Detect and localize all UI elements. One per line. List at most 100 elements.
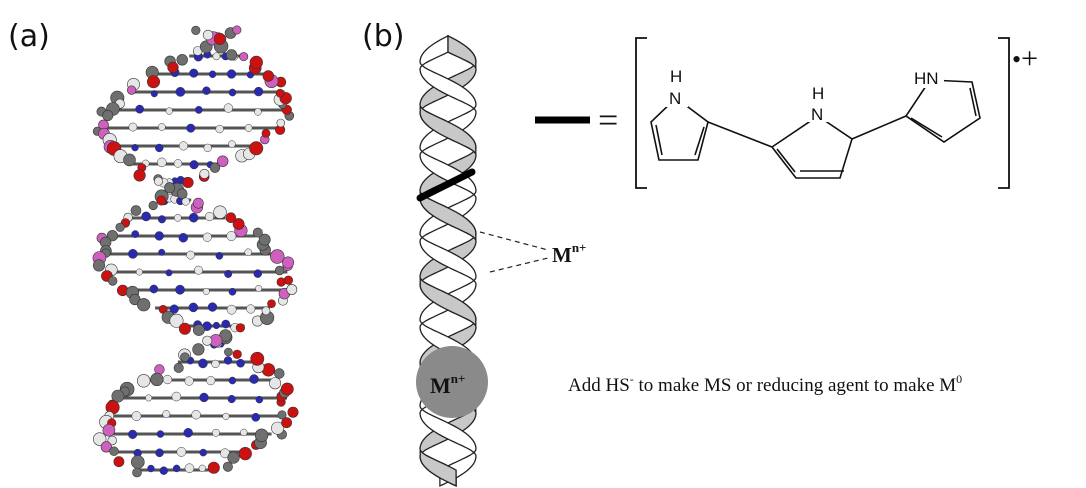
backbone-atom — [182, 177, 194, 189]
base-atom — [150, 90, 158, 98]
backbone-atom — [176, 54, 188, 66]
base-atom — [254, 108, 262, 116]
base-atom — [255, 284, 263, 292]
backbone-atom — [261, 128, 271, 138]
nh-label-1-n: N — [669, 89, 681, 108]
intercalated-bar — [416, 168, 476, 202]
backbone-atom — [249, 55, 263, 70]
base-atom — [226, 69, 237, 79]
base-atom — [128, 429, 138, 439]
base-atom — [240, 428, 248, 437]
backbone-atom — [232, 25, 242, 35]
base-atom — [202, 86, 211, 95]
base-atom — [128, 122, 138, 132]
backbone-atom — [282, 256, 295, 269]
base-atom — [226, 304, 237, 315]
base-atom — [159, 466, 168, 475]
base-atom — [199, 392, 209, 403]
base-atom — [184, 376, 194, 386]
sphere-metal-label: Mn+ — [430, 371, 465, 398]
backbone-atom — [137, 298, 151, 312]
backbone-atom — [226, 49, 238, 61]
backbone-atom — [222, 461, 233, 472]
leader-line-1 — [479, 231, 549, 251]
base-atom — [223, 356, 233, 365]
base-atom — [244, 124, 253, 132]
backbone-atom — [115, 222, 125, 232]
right-bracket — [998, 37, 1010, 189]
base-atom — [215, 124, 224, 134]
base-atom — [246, 304, 256, 314]
panel-label-a: (a) — [8, 19, 50, 54]
backbone-atom — [109, 446, 119, 456]
backbone-atom — [276, 118, 286, 128]
base-atom — [203, 143, 212, 152]
base-atom — [178, 141, 189, 151]
base-atom — [188, 212, 199, 223]
base-atom — [202, 232, 212, 242]
backbone-atom — [202, 335, 213, 346]
base-atom — [174, 214, 182, 222]
base-atom — [131, 144, 139, 152]
base-atom — [158, 123, 166, 131]
backbone-atom — [102, 110, 114, 122]
backbone-atom — [147, 75, 161, 89]
base-atom — [194, 265, 204, 275]
backbone-atom — [254, 428, 269, 442]
terpyrrole-icon — [650, 79, 981, 179]
backbone-atom — [249, 141, 264, 156]
base-atom — [162, 410, 171, 419]
backbone-atom — [202, 29, 214, 41]
backbone-atom — [232, 349, 242, 359]
dna-ball-and-stick-icon — [92, 25, 299, 478]
backbone-atom — [274, 368, 285, 379]
backbone-atom — [280, 382, 294, 396]
base-atom — [141, 211, 151, 222]
base-atom — [253, 269, 263, 278]
backbone-atom — [100, 441, 112, 453]
base-atom — [228, 287, 237, 296]
base-atom — [131, 411, 142, 422]
backbone-atom — [176, 188, 188, 199]
backbone-atom — [191, 25, 201, 35]
backbone-atom — [225, 212, 237, 223]
base-atom — [249, 374, 259, 384]
backbone-atom — [92, 432, 107, 446]
base-atom — [208, 70, 217, 78]
base-atom — [236, 358, 245, 368]
base-atom — [194, 105, 203, 114]
base-atom — [165, 107, 173, 115]
backbone-atom — [154, 176, 164, 186]
backbone-atom — [232, 218, 245, 230]
base-atom — [135, 104, 145, 114]
legend-equals: = — [598, 100, 618, 140]
base-atom — [228, 88, 237, 97]
nh-label-2-h: H — [812, 84, 824, 103]
backbone-atom — [261, 306, 271, 316]
base-atom — [227, 394, 236, 404]
base-atom — [189, 160, 199, 170]
panel-label-b: (b) — [362, 19, 404, 54]
backbone-atom — [267, 299, 276, 309]
backbone-atom — [106, 230, 118, 242]
base-atom — [172, 464, 181, 473]
base-atom — [191, 410, 201, 420]
helix-strand-front — [447, 34, 477, 69]
backbone-atom — [239, 52, 249, 62]
base-atom — [171, 391, 182, 402]
backbone-atom — [262, 70, 274, 82]
backbone-atom — [209, 162, 221, 173]
base-atom — [157, 215, 166, 224]
backbone-atom — [107, 276, 118, 286]
backbone-atom — [277, 410, 287, 420]
backbone-atom — [199, 168, 210, 179]
base-atom — [175, 87, 186, 97]
backbone-atom — [270, 249, 285, 264]
helix-strand-front — [419, 449, 457, 487]
base-atom — [173, 159, 183, 168]
caption-text: Add HS- to make MS or reducing agent to … — [568, 372, 962, 396]
backbone-atom — [180, 352, 190, 362]
backbone-atom — [250, 351, 265, 366]
base-atom — [202, 287, 210, 295]
backbone-atom — [113, 456, 125, 468]
